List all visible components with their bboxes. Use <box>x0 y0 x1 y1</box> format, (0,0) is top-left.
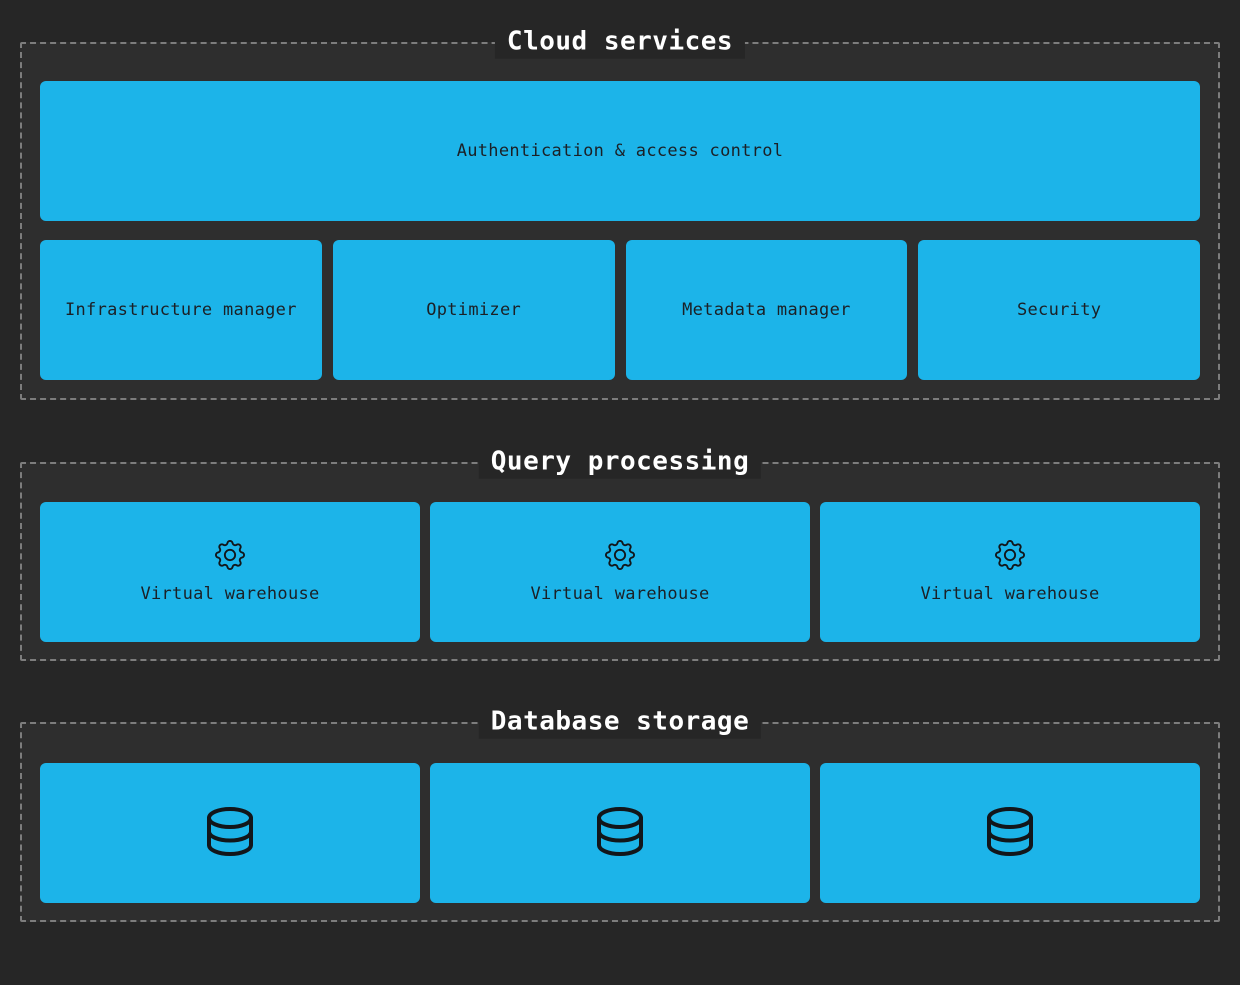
section-title-cloud-services: Cloud services <box>494 25 746 59</box>
query-processing-row: Virtual warehouse Virtual warehouse <box>40 502 1200 642</box>
section-query-processing: Query processing Virtual warehouse <box>20 445 1220 661</box>
section-database-storage: Database storage <box>20 705 1220 922</box>
database-icon <box>984 805 1036 861</box>
node-label: Security <box>1016 300 1102 320</box>
node-label: Metadata manager <box>682 300 851 320</box>
node-virtual-warehouse: Virtual warehouse <box>430 502 810 642</box>
gear-icon <box>215 540 245 570</box>
database-icon <box>594 805 646 861</box>
node-virtual-warehouse: Virtual warehouse <box>40 502 420 642</box>
database-icon <box>204 805 256 861</box>
gear-icon <box>995 540 1025 570</box>
node-label: Authentication & access control <box>456 141 784 161</box>
node-database <box>430 763 810 903</box>
node-label: Optimizer <box>426 300 522 320</box>
node-optimizer: Optimizer <box>332 240 615 380</box>
database-storage-row <box>40 763 1200 903</box>
node-authentication-access-control: Authentication & access control <box>40 81 1200 221</box>
gear-icon <box>605 540 635 570</box>
node-database <box>40 763 420 903</box>
node-label: Virtual warehouse <box>140 584 320 604</box>
cloud-services-row: Infrastructure manager Optimizer Metadat… <box>40 240 1200 380</box>
node-security: Security <box>918 240 1200 380</box>
node-virtual-warehouse: Virtual warehouse <box>820 502 1200 642</box>
architecture-diagram: Cloud services Authentication & access c… <box>0 25 1240 985</box>
node-metadata-manager: Metadata manager <box>625 240 908 380</box>
section-cloud-services: Cloud services Authentication & access c… <box>20 25 1220 400</box>
node-label: Virtual warehouse <box>530 584 710 604</box>
section-title-query-processing: Query processing <box>478 445 762 479</box>
node-label: Virtual warehouse <box>920 584 1100 604</box>
node-label: Infrastructure manager <box>64 300 297 320</box>
section-title-database-storage: Database storage <box>478 705 762 739</box>
node-infrastructure-manager: Infrastructure manager <box>40 240 322 380</box>
node-database <box>820 763 1200 903</box>
